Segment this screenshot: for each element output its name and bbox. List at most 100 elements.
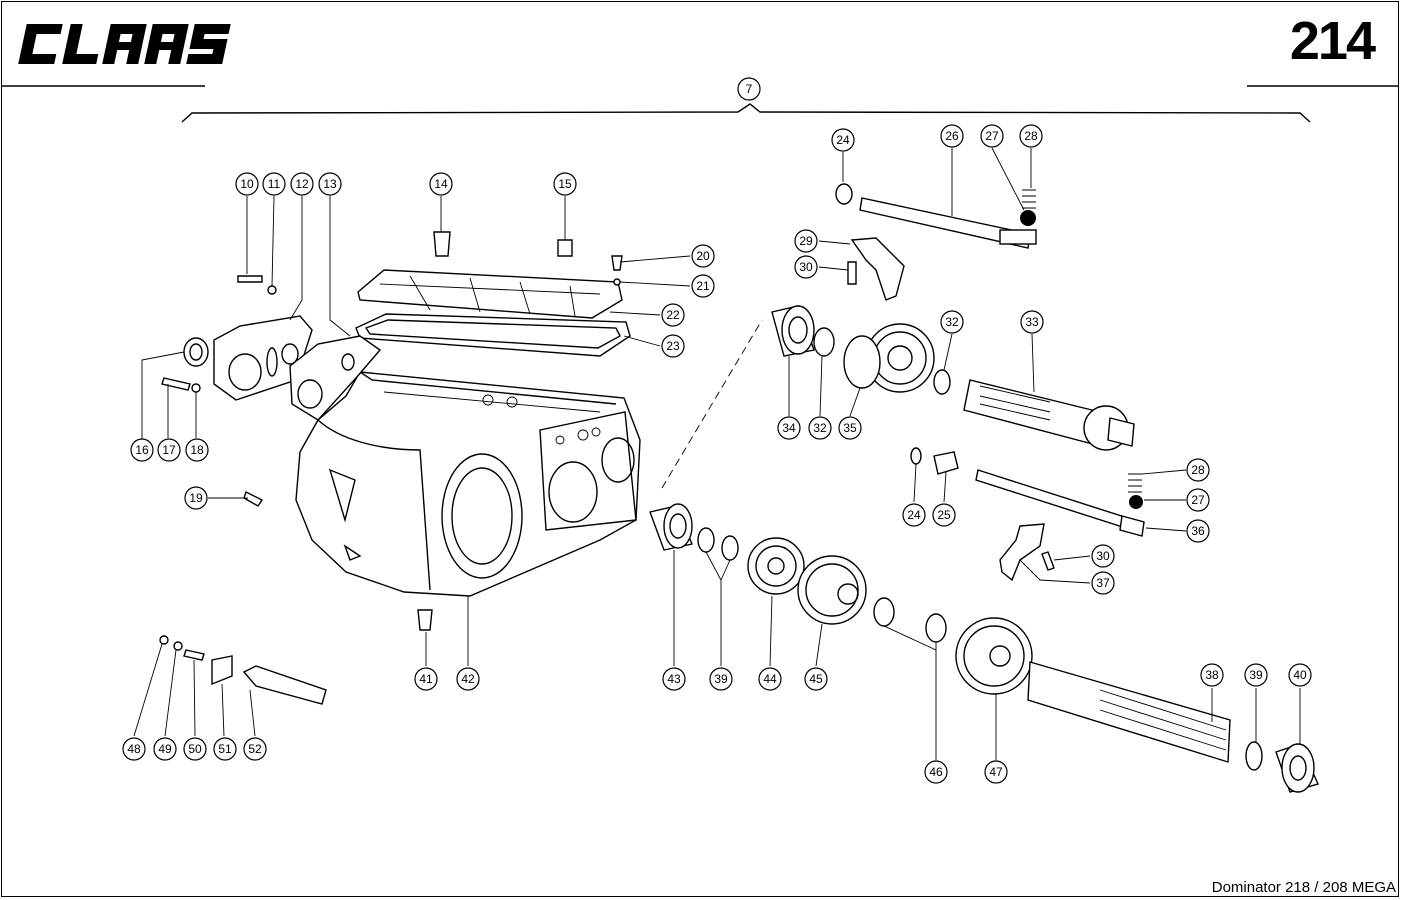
output-shaft-38	[1027, 661, 1231, 763]
callout-33: 33	[1020, 310, 1044, 334]
leader-lines	[133, 147, 1301, 760]
callout-26: 26	[940, 124, 964, 148]
svg-text:23: 23	[666, 339, 680, 353]
svg-text:45: 45	[809, 672, 823, 686]
callout-35: 35	[838, 416, 862, 440]
screw-20	[611, 255, 623, 271]
callout-34: 34	[777, 416, 801, 440]
input-shaft-33	[963, 379, 1135, 451]
callout-13: 13	[318, 172, 342, 196]
svg-text:34: 34	[782, 421, 796, 435]
breather-14	[433, 231, 451, 257]
svg-text:37: 37	[1096, 576, 1110, 590]
callout-40: 40	[1288, 663, 1312, 687]
svg-text:39: 39	[714, 672, 728, 686]
callout-21: 21	[691, 274, 715, 298]
svg-text:28: 28	[1191, 463, 1205, 477]
svg-text:28: 28	[1024, 129, 1038, 143]
shift-fork-29	[850, 237, 905, 301]
svg-text:52: 52	[248, 742, 262, 756]
svg-text:22: 22	[666, 308, 680, 322]
callout-30a: 30	[794, 255, 818, 279]
svg-text:30: 30	[799, 260, 813, 274]
callout-49: 49	[153, 737, 177, 761]
callout-41: 41	[414, 667, 438, 691]
callout-28b: 28	[1186, 458, 1210, 482]
svg-text:30: 30	[1096, 549, 1110, 563]
callout-7: 7	[737, 77, 761, 101]
washer-18	[191, 383, 201, 393]
selector-rod-26	[859, 197, 1031, 249]
callout-48: 48	[122, 737, 146, 761]
callout-27b: 27	[1186, 488, 1210, 512]
callout-32a: 32	[940, 310, 964, 334]
svg-text:38: 38	[1205, 668, 1219, 682]
callout-24a: 24	[831, 128, 855, 152]
svg-text:21: 21	[696, 279, 710, 293]
washer-48	[159, 635, 169, 645]
bushing-25	[933, 451, 959, 475]
drain-plug-41	[417, 609, 433, 631]
svg-text:26: 26	[945, 129, 959, 143]
assembly-bracket	[181, 103, 1311, 123]
bearing-40	[1275, 743, 1319, 793]
circlip-32b	[813, 327, 835, 357]
svg-text:51: 51	[218, 742, 232, 756]
washer-21	[613, 278, 621, 286]
svg-text:33: 33	[1025, 315, 1039, 329]
svg-text:32: 32	[945, 315, 959, 329]
circlip-24a	[835, 183, 853, 205]
callout-16: 16	[130, 438, 154, 462]
callout-43: 43	[662, 667, 686, 691]
spring-28a	[1022, 189, 1036, 209]
callout-12: 12	[290, 172, 314, 196]
svg-text:10: 10	[240, 177, 254, 191]
spring-28b	[1128, 473, 1142, 493]
callout-24b: 24	[902, 503, 926, 527]
detent-ball-27a	[1020, 210, 1036, 226]
callout-42: 42	[456, 667, 480, 691]
svg-text:35: 35	[843, 421, 857, 435]
shaft-seal	[183, 337, 209, 367]
ring-39b	[1245, 741, 1263, 771]
svg-text:19: 19	[189, 491, 203, 505]
callout-14: 14	[429, 172, 453, 196]
bolt-17	[161, 377, 191, 391]
pin-30a	[847, 261, 857, 285]
gear-35	[843, 323, 935, 393]
bearing-34	[771, 305, 815, 357]
svg-text:43: 43	[667, 672, 681, 686]
svg-text:32: 32	[813, 421, 827, 435]
svg-text:39: 39	[1249, 668, 1263, 682]
gear-45	[797, 555, 867, 625]
svg-text:44: 44	[763, 672, 777, 686]
svg-text:47: 47	[989, 765, 1003, 779]
callout-18: 18	[185, 438, 209, 462]
callout-38: 38	[1200, 663, 1224, 687]
page-number: 214	[1289, 11, 1376, 71]
svg-text:27: 27	[985, 129, 999, 143]
svg-text:41: 41	[419, 672, 433, 686]
svg-text:25: 25	[937, 508, 951, 522]
gearbox-housing	[295, 371, 641, 597]
washer-11	[267, 285, 277, 295]
callout-29: 29	[794, 229, 818, 253]
bolt-10	[237, 275, 263, 283]
svg-text:48: 48	[127, 742, 141, 756]
callout-15: 15	[553, 172, 577, 196]
rod-end	[999, 229, 1037, 245]
plug-15	[557, 239, 573, 257]
callout-20: 20	[691, 244, 715, 268]
svg-text:50: 50	[188, 742, 202, 756]
bearing-43	[649, 503, 693, 551]
cover-gasket	[355, 313, 631, 357]
callout-28a: 28	[1019, 124, 1043, 148]
callout-10: 10	[235, 172, 259, 196]
svg-text:42: 42	[461, 672, 475, 686]
svg-text:49: 49	[158, 742, 172, 756]
pin-19	[243, 491, 264, 507]
svg-text:17: 17	[162, 443, 176, 457]
gear-47	[955, 617, 1033, 695]
